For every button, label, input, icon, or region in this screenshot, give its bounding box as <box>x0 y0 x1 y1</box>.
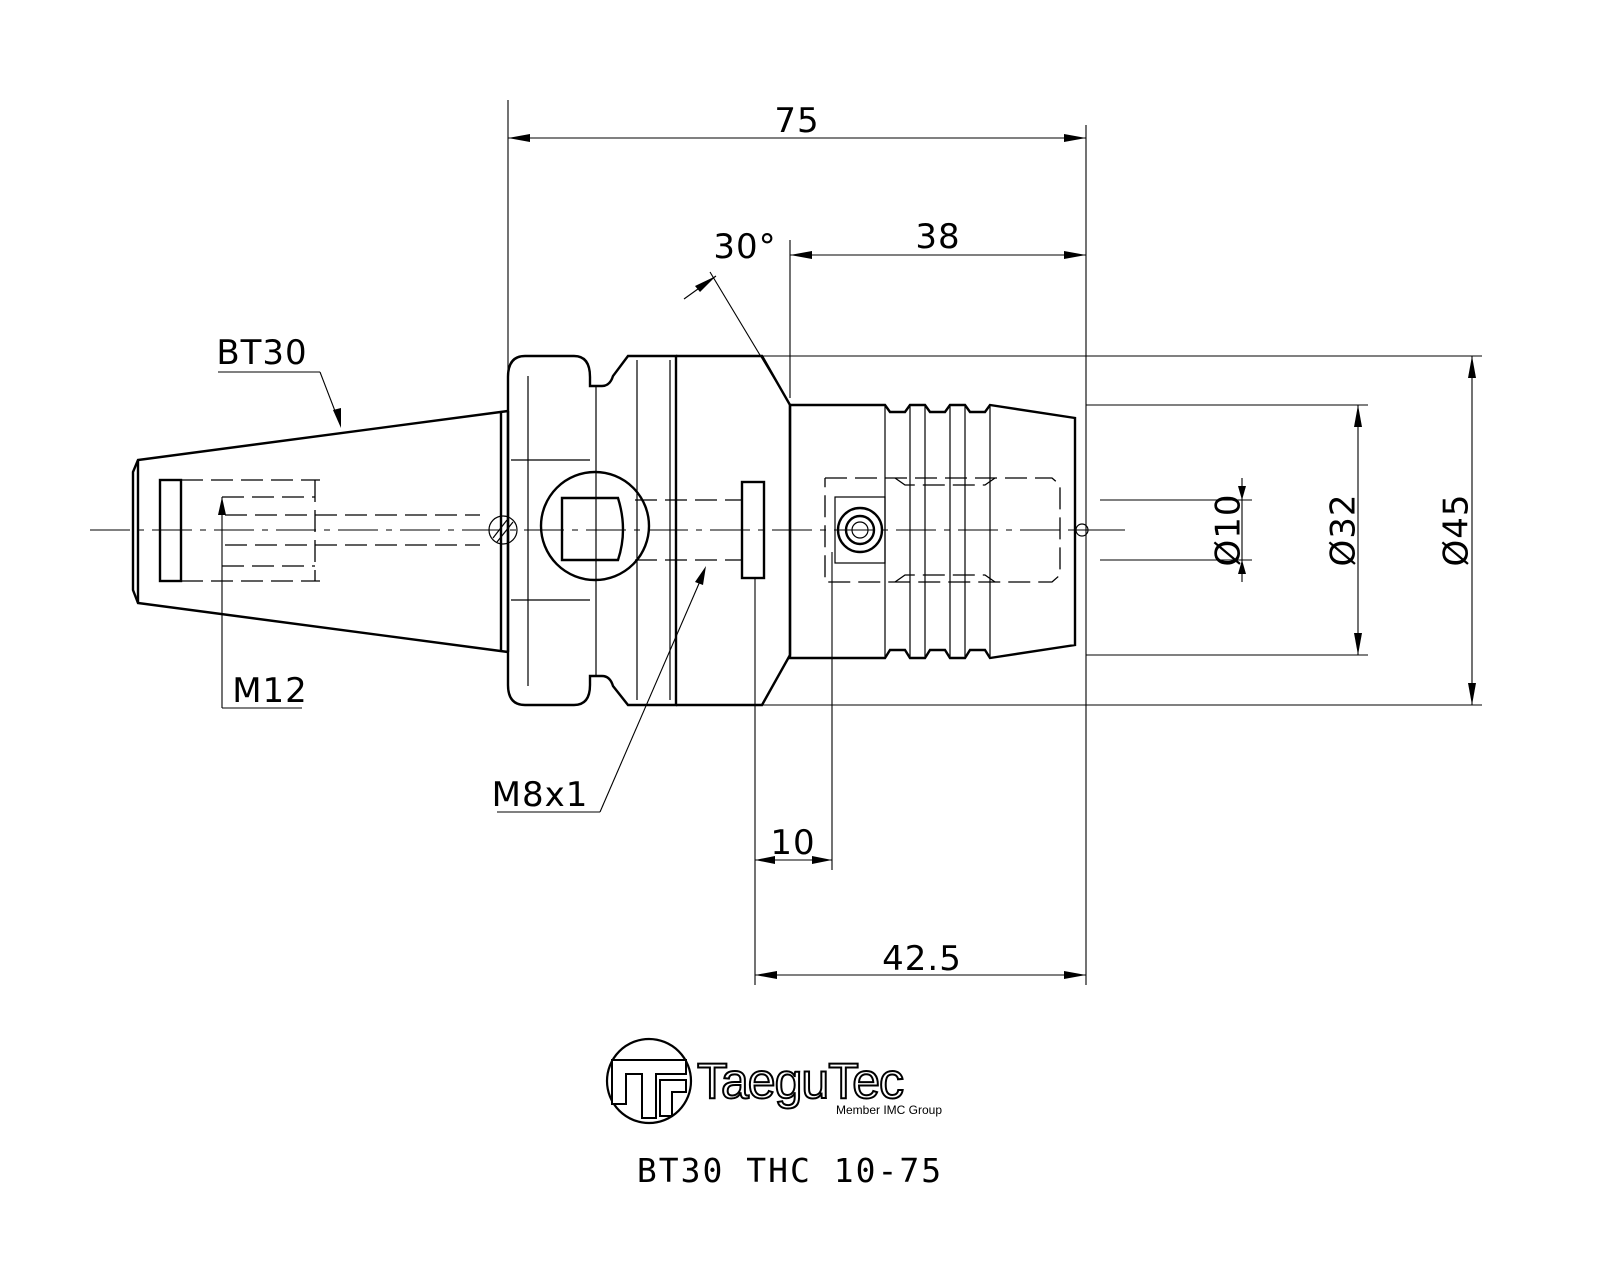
brand-tagline: Member IMC Group <box>836 1103 942 1117</box>
dimension-overall-length: 75 <box>507 100 1087 985</box>
dim-42-5-label: 42.5 <box>882 939 962 979</box>
taper-shank <box>131 409 510 654</box>
dim-38-label: 38 <box>915 217 960 257</box>
nose-body <box>788 403 1125 660</box>
taegutec-emblem-icon <box>605 1037 693 1125</box>
dim-75-label: 75 <box>774 101 819 141</box>
callout-m12-label: M12 <box>232 671 308 711</box>
callout-m8x1: M8x1 <box>492 566 706 815</box>
callout-m12: M12 <box>218 497 308 711</box>
dimension-offset-10: 10 <box>754 552 833 985</box>
drawing-title: BT30 THC 10-75 <box>637 1151 943 1190</box>
dim-dia45-label: Ø45 <box>1437 493 1477 566</box>
angle-30-label: 30° <box>713 227 776 267</box>
callout-m8x1-label: M8x1 <box>492 775 589 815</box>
angle-annotation: 30° <box>683 227 791 406</box>
dimension-nose-length: 38 <box>789 217 1086 398</box>
callout-bt30-label: BT30 <box>216 333 307 373</box>
dim-dia32-label: Ø32 <box>1324 493 1364 566</box>
dimension-diameter-45: Ø45 <box>676 355 1482 706</box>
callout-bt30: BT30 <box>216 333 341 428</box>
taegutec-logo: TaeguTec Member IMC Group <box>605 1037 942 1125</box>
dim-dia10-label: Ø10 <box>1209 493 1249 566</box>
dimension-diameter-32: Ø32 <box>1086 404 1368 656</box>
flange <box>488 354 678 707</box>
brand-name: TaeguTec <box>697 1053 903 1109</box>
dimension-length-42-5: 42.5 <box>755 939 1086 979</box>
dimension-diameter-10: Ø10 <box>1100 478 1252 582</box>
dim-10-label: 10 <box>770 823 815 863</box>
